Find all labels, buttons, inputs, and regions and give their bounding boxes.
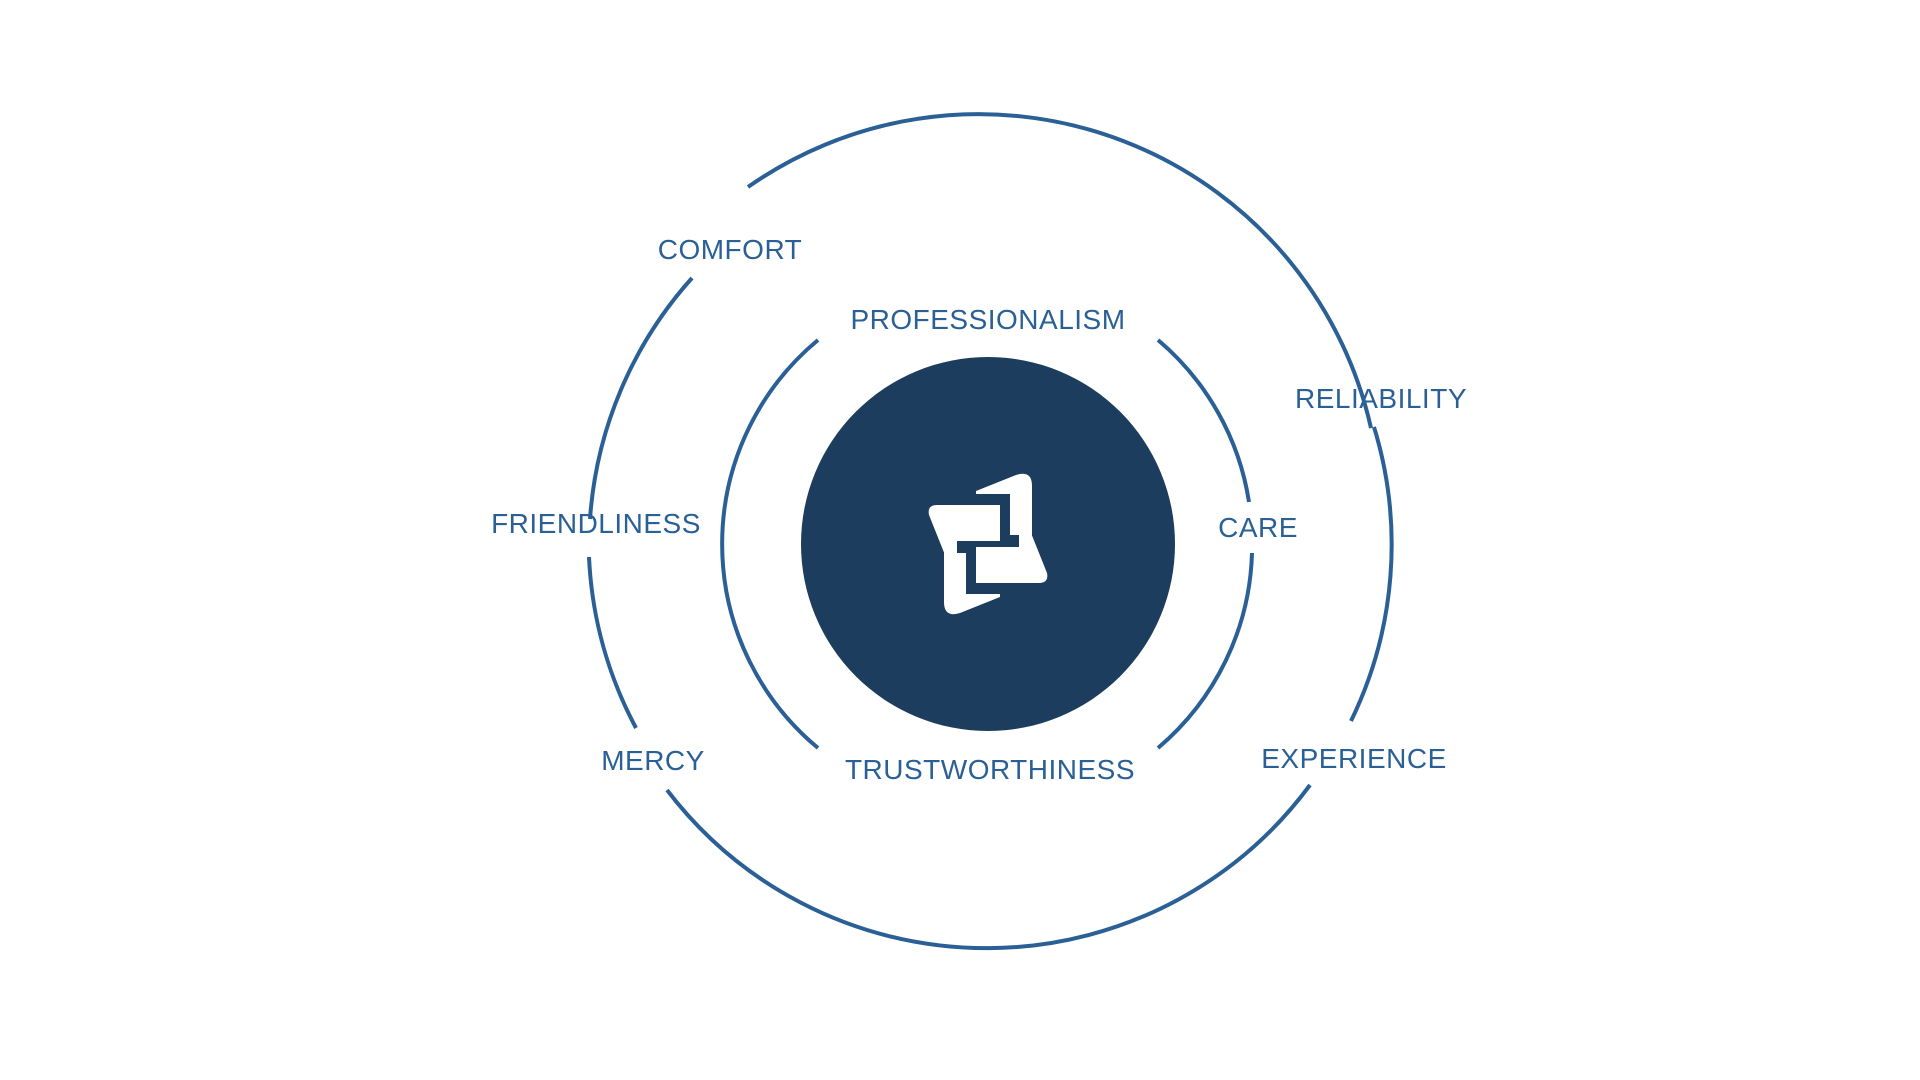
label-experience: EXPERIENCE: [1261, 743, 1447, 774]
interlocking-squares-logo-icon: [928, 473, 1048, 615]
outer-ring-arc-top: [746, 112, 1373, 429]
outer-ring: [587, 112, 1394, 951]
outer-ring-arc-bottom: [665, 783, 1312, 951]
outer-ring-arc-lower-left: [587, 556, 638, 729]
inner-ring-arc-left: [720, 338, 820, 750]
label-professionalism: PROFESSIONALISM: [850, 304, 1125, 335]
label-comfort: COMFORT: [658, 234, 803, 265]
label-reliability: RELIABILITY: [1295, 383, 1467, 414]
label-care: CARE: [1218, 512, 1298, 543]
core-circle: [801, 357, 1175, 731]
inner-ring-arc-right-lower: [1156, 552, 1254, 750]
inner-ring: [720, 338, 1254, 750]
label-friendliness: FRIENDLINESS: [491, 508, 701, 539]
inner-ring-arc-right-upper: [1156, 338, 1251, 503]
label-trustworthiness: TRUSTWORTHINESS: [845, 754, 1135, 785]
label-mercy: MERCY: [601, 745, 705, 776]
outer-ring-arc-upper-left: [588, 276, 694, 520]
outer-ring-arc-right: [1349, 426, 1394, 722]
